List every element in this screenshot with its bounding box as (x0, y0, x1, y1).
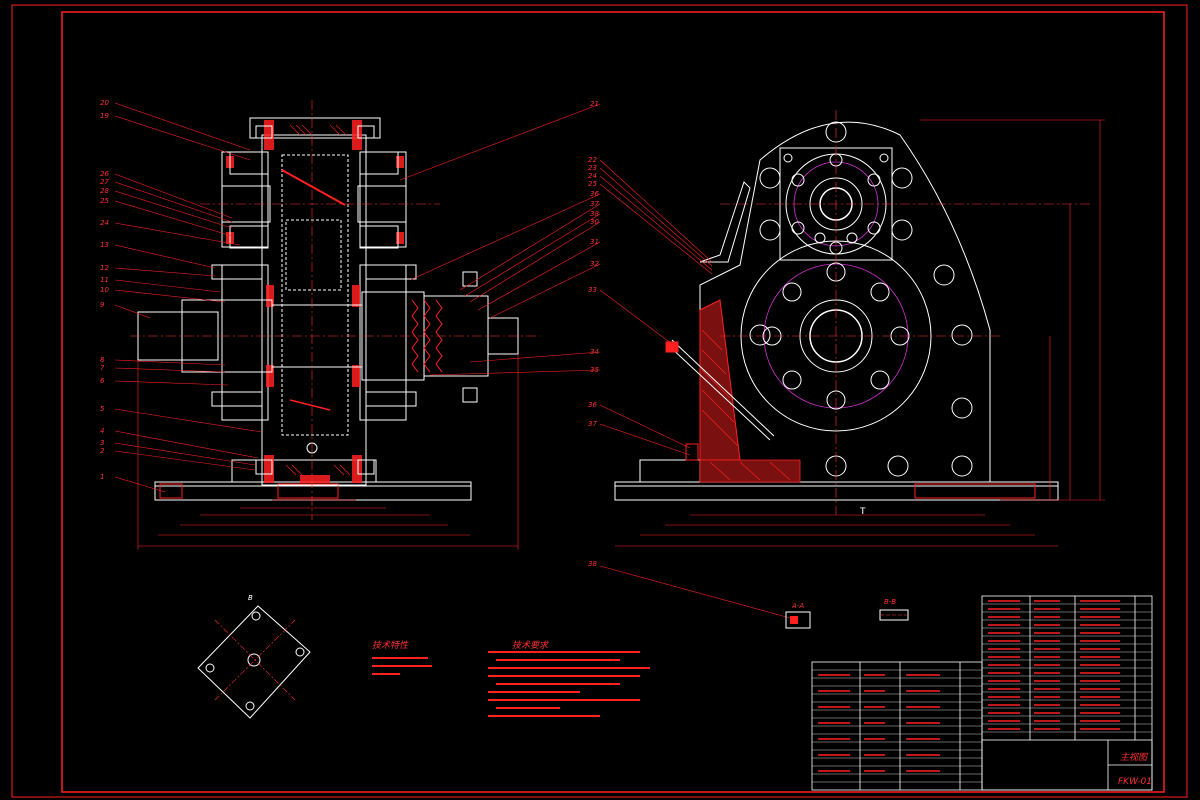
callout-8: 8 (100, 356, 105, 364)
front-center-lines (130, 100, 540, 520)
left-callout-labels: 20 19 26 27 28 25 24 13 12 11 10 9 8 7 6… (100, 99, 109, 481)
callout-28: 28 (100, 187, 109, 195)
side-callout-24: 24 (588, 172, 597, 180)
callout-31: 31 (590, 238, 599, 246)
callout-6: 6 (100, 377, 105, 385)
title-block-drawing-number: FKW-01 (1118, 777, 1152, 787)
main-shaft (137, 219, 519, 381)
hatch-lines (281, 124, 351, 476)
lever-arm (665, 181, 775, 461)
callout-35: 35 (590, 366, 599, 374)
left-leaders (114, 102, 263, 493)
bolts (211, 125, 478, 475)
side-callout-36: 36 (588, 401, 597, 409)
side-hatch-lines (701, 329, 791, 481)
side-base (614, 459, 1059, 501)
callout-19: 19 (100, 112, 109, 120)
callout-26: 26 (100, 170, 109, 178)
side-callout-23: 23 (588, 164, 597, 172)
parts-list-rows (812, 603, 1152, 783)
callout-5: 5 (100, 405, 105, 413)
callout-12: 12 (100, 264, 109, 272)
side-leaders (599, 159, 713, 456)
callout-25: 25 (100, 197, 109, 205)
detail-b-view: B-B (879, 598, 909, 621)
side-callout-22: 22 (588, 156, 597, 164)
callout-27: 27 (100, 178, 109, 186)
callout-2: 2 (100, 447, 105, 455)
callout-13: 13 (100, 241, 109, 249)
callout-24: 24 (100, 219, 109, 227)
tech-requirements-heading: 技术要求 (512, 640, 549, 651)
bearings (221, 151, 407, 249)
callout-34: 34 (590, 348, 599, 356)
callout-10: 10 (100, 286, 109, 294)
detail-label-aa: A-A (791, 602, 804, 610)
detail-plate-view: B (197, 594, 311, 719)
right-callout-labels: 21 36 37 38 30 31 32 34 35 (590, 100, 599, 374)
callout-30: 30 (590, 218, 599, 226)
front-section-view: 20 19 26 27 28 25 24 13 12 11 10 9 8 7 6… (100, 99, 601, 550)
right-leaders (399, 103, 601, 376)
callout-1: 1 (100, 473, 104, 481)
side-housing-outline (699, 121, 991, 483)
detail-callout-38: 38 (588, 560, 597, 568)
parts-list-text (818, 600, 1120, 772)
callout-11: 11 (100, 276, 109, 284)
callout-38: 38 (590, 210, 599, 218)
section-mark-t: T (859, 507, 866, 517)
side-dimensions (615, 119, 1105, 547)
housing-holes (749, 121, 973, 477)
side-center-lines (720, 110, 1090, 515)
detail-label-bb: B-B (884, 598, 896, 606)
callout-3: 3 (100, 439, 104, 447)
detail-a-view: 38 A-A (588, 560, 811, 629)
title-block-name: 主视图 (1120, 752, 1149, 763)
callout-7a: 7 (100, 364, 105, 372)
side-callout-25: 25 (588, 180, 597, 188)
callout-37: 37 (590, 200, 599, 208)
callout-9: 9 (100, 301, 105, 309)
callout-20: 20 (100, 99, 109, 107)
side-callout-33: 33 (588, 286, 597, 294)
tech-characteristics-heading: 技术特性 (372, 640, 409, 651)
side-callout-labels: 22 23 24 25 33 36 37 T (588, 156, 866, 517)
callout-36: 36 (590, 190, 599, 198)
callout-4: 4 (100, 427, 104, 435)
detail-label-b: B (248, 594, 253, 602)
callout-32: 32 (590, 260, 599, 268)
side-callout-37: 37 (588, 420, 597, 428)
side-view: 22 23 24 25 33 36 37 T (588, 110, 1105, 547)
technical-notes: 技术特性 技术要求 (372, 640, 650, 717)
drawing-frame (11, 4, 1188, 798)
front-dimensions (137, 354, 519, 550)
callout-21: 21 (590, 100, 599, 108)
